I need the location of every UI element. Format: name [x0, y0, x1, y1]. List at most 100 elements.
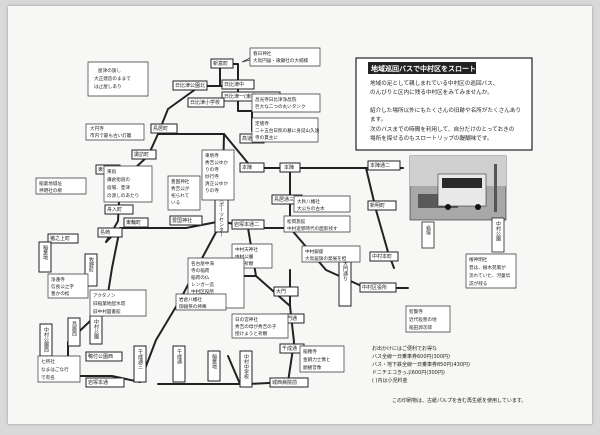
svg-text:岩塚: 岩塚 — [425, 224, 431, 236]
svg-text:鳥居町: 鳥居町 — [153, 125, 168, 132]
svg-text:お出かけにはご便利でお得な: お出かけにはご便利でお得な — [372, 345, 437, 352]
svg-text:秀吉公ゆか: 秀吉公ゆか — [205, 159, 228, 166]
station-daimon[interactable]: 大門 — [273, 286, 299, 297]
svg-text:宿場、萱津: 宿場、萱津 — [107, 184, 130, 191]
svg-text:旧稲葉地配水塔: 旧稲葉地配水塔 — [93, 300, 126, 307]
svg-text:春日神社: 春日神社 — [253, 50, 272, 57]
svg-text:バス・地下鉄全線一日乗車券850円(430円): バス・地下鉄全線一日乗車券850円(430円) — [372, 361, 470, 368]
station-chika-tetsu[interactable]: 千成通 — [172, 345, 186, 383]
station-torii-nishi[interactable]: 鳥居西 — [67, 317, 81, 347]
svg-text:ドニチエコきっぷ600円(300円): ドニチエコきっぷ600円(300円) — [372, 369, 445, 376]
svg-text:大門通: 大門通 — [282, 315, 297, 322]
svg-text:説が残る: 説が残る — [469, 280, 487, 287]
station-nakamura-koen-nishi[interactable]: 中村公園西 — [39, 323, 53, 357]
map-page: 新富町 日比津公園北 日比津中 日比津一(東行きのみ) 日比津小学校 鳥居町 高… — [8, 6, 592, 424]
svg-text:中村中学校: 中村中学校 — [243, 353, 249, 380]
svg-text:市内で最も古い灯籠: 市内で最も古い灯籠 — [90, 132, 132, 139]
svg-text:岩塚本通: 岩塚本通 — [88, 379, 108, 386]
station-shinkanmachi[interactable]: 新富町 — [210, 58, 234, 69]
svg-text:金鋼力士像と: 金鋼力士像と — [303, 356, 331, 363]
station-kamotsuki-nishi[interactable]: 鴨付公園西 — [85, 351, 123, 362]
station-morimachi[interactable]: 本陣 — [239, 162, 265, 173]
station-iwatsuka-hondori-2[interactable]: 岩塚本通 — [85, 377, 125, 388]
svg-text:牧野町: 牧野町 — [88, 256, 94, 272]
svg-text:豊国神社: 豊国神社 — [172, 217, 192, 224]
svg-text:日比津小学校: 日比津小学校 — [190, 99, 220, 106]
svg-text:大円寺: 大円寺 — [90, 125, 104, 132]
station-ward-office[interactable]: 中村区役所 — [359, 282, 397, 293]
station-josei-hospital[interactable]: 城西病院前 — [269, 377, 309, 388]
station-shinmei[interactable]: 新明町 — [367, 200, 397, 211]
svg-text:定徳寺: 定徳寺 — [255, 120, 269, 127]
svg-text:流れていた、河童伝: 流れていた、河童伝 — [469, 272, 511, 279]
fare-info: お出かけにはご便利でお得な バス全線一日乗車券600円(300円) バス・地下鉄… — [372, 345, 526, 404]
photo-label-nakamura-koen: 中村公園 — [491, 217, 505, 253]
station-matsuba[interactable]: 中村中学校 — [239, 350, 253, 388]
station-suwa[interactable]: 諏訪町 — [131, 149, 157, 160]
svg-text:島崎: 島崎 — [100, 229, 110, 236]
svg-text:は止屋しあり: は止屋しあり — [94, 83, 122, 90]
svg-text:なまはごな行: なまはごな行 — [41, 366, 69, 373]
svg-text:名古屋中海: 名古屋中海 — [191, 260, 214, 267]
station-daimon-dori[interactable]: 大門通り — [338, 257, 352, 307]
svg-text:千成通: 千成通 — [176, 348, 182, 365]
svg-text:椿神明社: 椿神明社 — [469, 256, 488, 263]
station-inabaji[interactable]: 稲葉地 — [38, 241, 52, 273]
svg-text:鳥居通三: 鳥居通三 — [274, 196, 294, 203]
svg-text:のんびりと区内に残る中村区をみてみませんか。: のんびりと区内に残る中村区をみてみませんか。 — [370, 88, 493, 96]
station-kamohashi[interactable]: 島崎 — [97, 227, 123, 238]
station-chinari-dori[interactable]: 千成通三 — [133, 345, 147, 383]
svg-text:中村公園西: 中村公園西 — [43, 326, 49, 353]
svg-text:七所社: 七所社 — [41, 358, 55, 365]
station-torii[interactable]: 鳥居町 — [150, 123, 178, 134]
station-nakamura-honmachi[interactable]: 中村本町 — [369, 251, 399, 262]
svg-text:秀吉公が: 秀吉公が — [171, 185, 190, 192]
svg-text:本陣: 本陣 — [284, 164, 294, 171]
svg-text:中村公園: 中村公園 — [93, 318, 99, 340]
station-hibitsu-kita[interactable]: 日比津公園北 — [172, 80, 208, 91]
svg-text:東暁寺: 東暁寺 — [205, 152, 219, 159]
svg-text:中村公園: 中村公園 — [495, 220, 501, 242]
svg-text:中村区役所: 中村区役所 — [191, 288, 214, 295]
route-map: 新富町 日比津公園北 日比津中 日比津一(東行きのみ) 日比津小学校 鳥居町 高… — [35, 47, 533, 404]
station-nakamura-koen[interactable]: 中村公園 — [89, 315, 103, 345]
svg-text:新明町: 新明町 — [370, 202, 385, 209]
svg-text:大正建造のままで: 大正建造のままで — [94, 75, 131, 82]
station-hibitsu-sho[interactable]: 日比津小学校 — [187, 97, 225, 108]
station-toyokuni[interactable]: 豊国神社 — [169, 215, 203, 226]
svg-text:鳥居西: 鳥居西 — [71, 320, 77, 337]
station-tokyo[interactable]: 東輪町 — [123, 217, 149, 228]
svg-text:大門通り: 大門通り — [342, 260, 348, 282]
svg-text:千成通: 千成通 — [282, 345, 297, 352]
svg-text:鎌倉街道の: 鎌倉街道の — [107, 176, 130, 183]
svg-text:神明社の柳: 神明社の柳 — [39, 187, 62, 194]
svg-text:旧中村図書館: 旧中村図書館 — [93, 308, 121, 315]
svg-text:新富町: 新富町 — [213, 60, 228, 67]
svg-text:授けようと祈願: 授けようと祈願 — [235, 330, 268, 337]
svg-text:場所を探せるのもスロートリップの醍醐味です。: 場所を探せるのもスロートリップの醍醐味です。 — [370, 134, 493, 142]
station-hibitsu-naka[interactable]: 日比津中 — [221, 79, 255, 90]
svg-text:中村公園: 中村公園 — [235, 253, 254, 260]
svg-text:大公ちの古木: 大公ちの古木 — [297, 205, 325, 212]
svg-text:の渡しのあたり: の渡しのあたり — [107, 192, 139, 199]
station-funeiri[interactable]: 舟入町 — [104, 204, 134, 215]
station-inoue[interactable]: 猪之上町 — [47, 233, 79, 244]
svg-text:智賢寺: 智賢寺 — [409, 308, 423, 315]
svg-text:中村銀座: 中村銀座 — [305, 248, 324, 255]
svg-text:豊国神社: 豊国神社 — [171, 178, 190, 185]
station-iwatsuka-hondori[interactable]: 岩塚本通二 — [231, 219, 265, 230]
svg-text:大鳥円居・鍬鋤社の大楠楠: 大鳥円居・鍬鋤社の大楠楠 — [253, 57, 309, 64]
station-honjin[interactable]: 本陣 — [279, 162, 301, 173]
svg-text:で有名: で有名 — [41, 374, 55, 381]
svg-text:秀吉の母が秀吉の子: 秀吉の母が秀吉の子 — [235, 323, 277, 330]
station-inabaji-2[interactable]: 稲葉地 — [207, 350, 221, 382]
svg-text:巨大な二つの丸いタンク: 巨大な二つの丸いタンク — [255, 103, 306, 110]
station-honjin-dori[interactable]: 本陣通二 — [367, 160, 401, 171]
